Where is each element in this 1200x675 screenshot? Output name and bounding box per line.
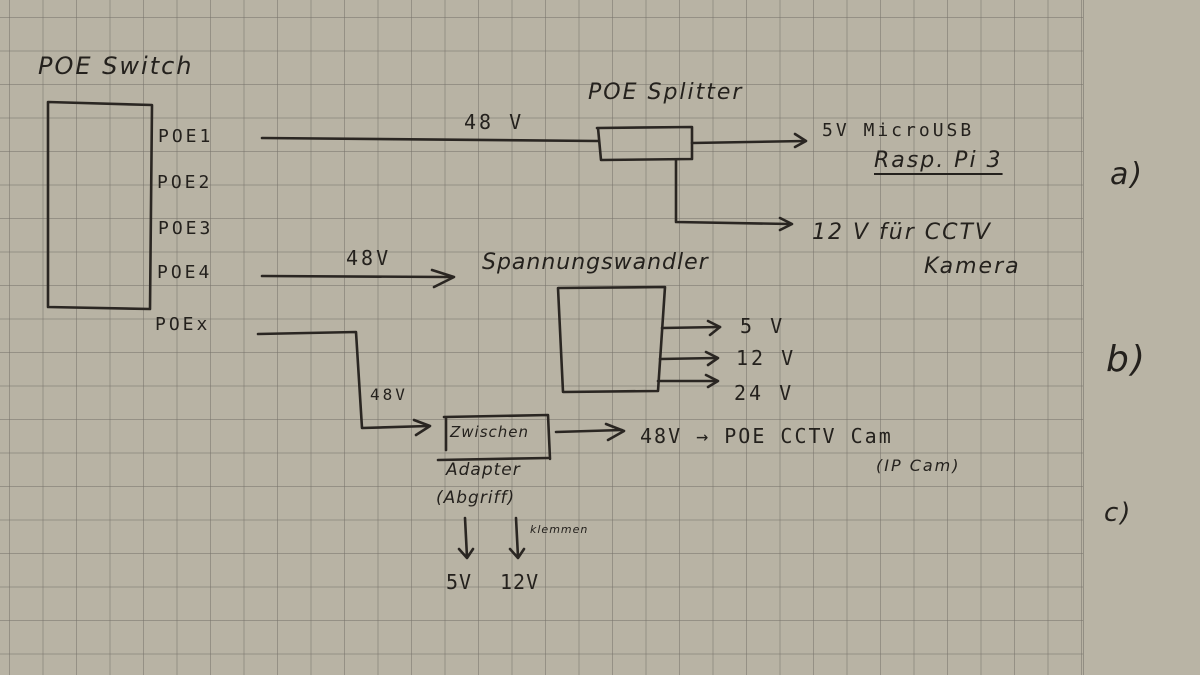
tap-arrow-5v: [457, 516, 475, 560]
arrow-12v: [704, 350, 720, 367]
section-label: b): [1106, 339, 1147, 380]
wire-splitter-to-raspi: [690, 139, 807, 145]
output-label: 5 V: [740, 314, 786, 338]
port-label: POE3: [158, 218, 214, 239]
voltage-label: 48V: [346, 246, 392, 270]
adapter-label: (Abgriff): [436, 488, 516, 508]
wire-splitter-to-cctv: [674, 158, 792, 226]
port-label: POEx: [155, 314, 211, 335]
output-label: 5V MicroUSB: [822, 120, 975, 141]
tap-output-label: 5V: [446, 570, 473, 594]
port-label: POE1: [158, 126, 214, 147]
section-label: a): [1110, 157, 1145, 192]
wire-poe1-to-splitter: [260, 136, 600, 143]
tap-output-label: 12V: [500, 570, 540, 594]
wire-poex-to-adapter: [256, 330, 430, 430]
arrow-5v: [706, 319, 722, 337]
converter-out-12v: [658, 356, 718, 361]
port-label: POE2: [157, 172, 213, 193]
output-label: 12 V: [736, 346, 797, 370]
adapter-label: Adapter: [446, 460, 521, 480]
converter-out-5v: [660, 325, 722, 330]
output-note: (IP Cam): [876, 456, 961, 475]
arrow-head-raspi: [793, 132, 808, 149]
tap-note: klemmen: [530, 523, 589, 536]
output-label: 48V → POE CCTV Cam: [640, 424, 893, 448]
tap-arrow-12v: [508, 516, 526, 560]
adapter-underline: [436, 456, 550, 462]
arrow-head-adapter: [412, 418, 432, 437]
arrow-head-converter: [430, 268, 456, 289]
target-label: Rasp. Pi 3: [874, 148, 1003, 173]
adapter-label: Zwischen: [450, 423, 530, 441]
output-label: 24 V: [734, 381, 795, 405]
port-label: POE4: [157, 262, 213, 283]
target-label: Kamera: [924, 254, 1021, 279]
wire-poe4-to-converter: [260, 274, 452, 279]
adapter-box: [442, 413, 552, 461]
splitter-box: [595, 125, 694, 162]
converter-box: [556, 285, 667, 394]
switch-title: POE Switch: [38, 52, 194, 80]
paper-margin: [1083, 0, 1200, 675]
converter-label: Spannungswandler: [482, 250, 709, 275]
section-label: c): [1104, 498, 1133, 528]
wire-adapter-to-cam: [554, 428, 624, 434]
arrow-head-cam: [604, 422, 626, 442]
switch-box: [46, 100, 154, 311]
voltage-label: 48V: [370, 385, 408, 404]
output-label: 12 V für CCTV: [812, 220, 992, 245]
splitter-label: POE Splitter: [588, 80, 744, 105]
arrow-24v: [704, 373, 720, 389]
arrow-head-cctv: [778, 216, 794, 232]
voltage-label: 48 V: [464, 110, 525, 134]
